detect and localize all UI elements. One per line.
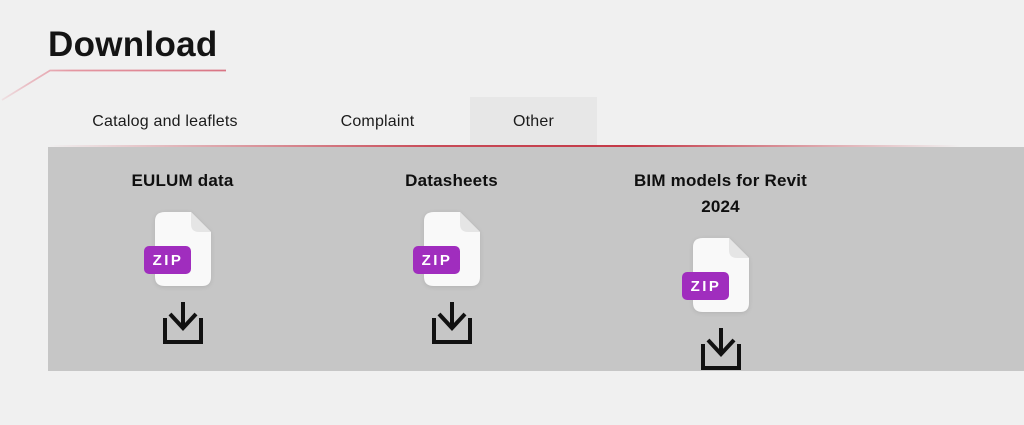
download-arrow-icon xyxy=(431,302,472,344)
download-item-eulum-data[interactable]: EULUM data ZIP xyxy=(48,147,317,370)
download-item-datasheets[interactable]: Datasheets ZIP xyxy=(317,147,586,370)
tab-catalog-and-leaflets[interactable]: Catalog and leaflets xyxy=(92,112,238,130)
download-item-bim-models[interactable]: BIM models for Revit 2024 ZIP xyxy=(586,147,855,370)
download-arrow-button[interactable] xyxy=(431,301,472,344)
download-arrow-button[interactable] xyxy=(162,301,203,344)
zip-file-icon[interactable]: ZIP xyxy=(412,212,480,286)
download-item-title: Datasheets xyxy=(405,171,498,190)
zip-badge: ZIP xyxy=(143,246,191,274)
download-item-title: BIM models for Revit 2024 xyxy=(633,171,808,216)
downloads-panel: EULUM data ZIP xyxy=(48,147,1024,371)
download-arrow-icon xyxy=(700,328,741,370)
download-arrow-button[interactable] xyxy=(700,327,741,370)
download-item-title: EULUM data xyxy=(131,171,234,190)
page-title: Download xyxy=(48,25,218,64)
tabs-bar: Catalog and leaflets Complaint Other xyxy=(0,97,1024,146)
download-arrow-icon xyxy=(162,302,203,344)
tabs-separator-line xyxy=(48,145,960,147)
zip-badge: ZIP xyxy=(412,246,460,274)
zip-badge: ZIP xyxy=(681,272,729,300)
zip-file-icon[interactable]: ZIP xyxy=(681,238,749,312)
download-items-row: EULUM data ZIP xyxy=(48,147,855,370)
tab-complaint[interactable]: Complaint xyxy=(340,112,415,130)
tab-other[interactable]: Other xyxy=(470,97,597,146)
zip-file-icon[interactable]: ZIP xyxy=(143,212,211,286)
